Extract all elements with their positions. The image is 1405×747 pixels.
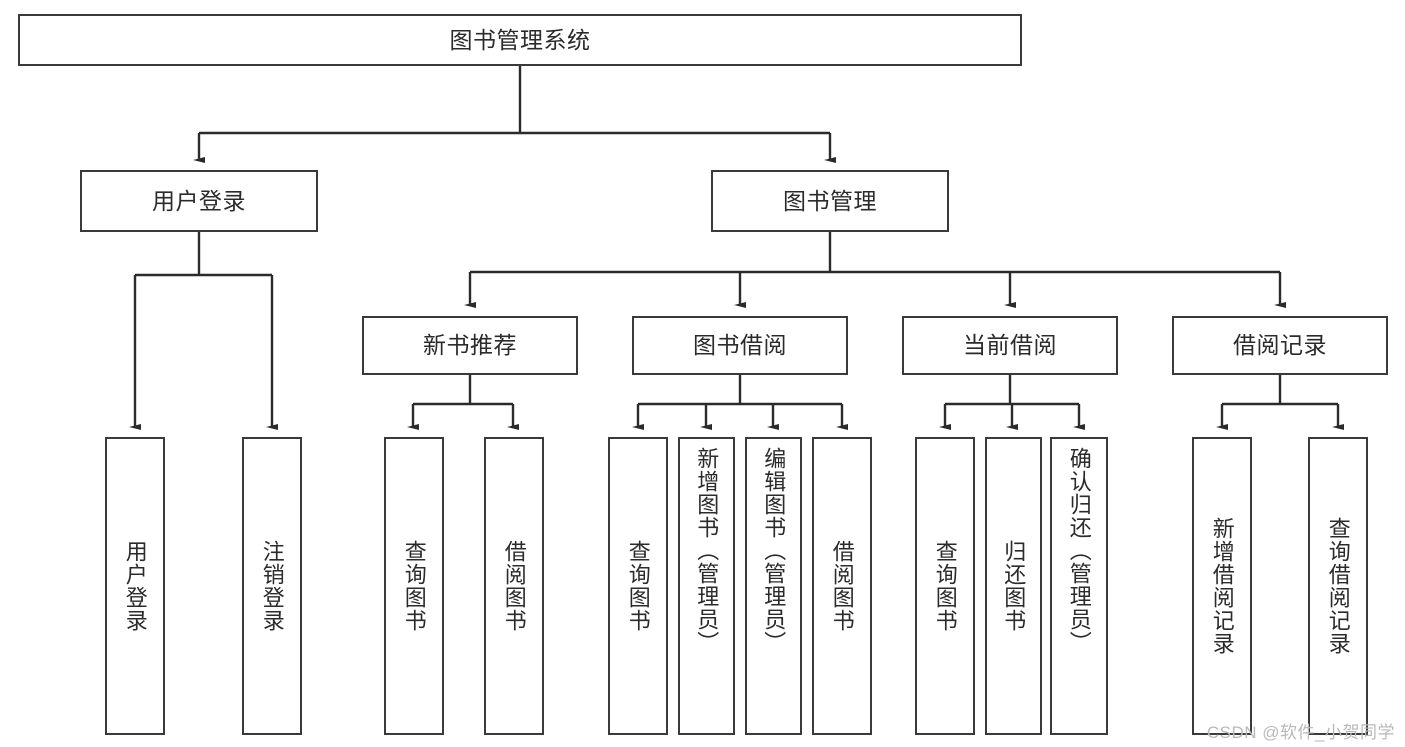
node-leaf-logout-label: 注销登录 <box>259 540 285 632</box>
node-leaf-confirm-return-label: 确认归还（管理员） <box>1066 447 1092 654</box>
node-leaf-borrow-book-1[interactable]: 借阅图书 <box>484 437 544 735</box>
node-leaf-query-book-2-label: 查询图书 <box>625 540 651 632</box>
node-leaf-query-book-3-label: 查询图书 <box>932 540 958 632</box>
node-new-book-recommend-label: 新书推荐 <box>423 332 517 359</box>
node-book-borrow-label: 图书借阅 <box>693 332 787 359</box>
node-leaf-query-book-1[interactable]: 查询图书 <box>384 437 444 735</box>
node-book-management[interactable]: 图书管理 <box>711 170 949 232</box>
node-leaf-borrow-book-1-label: 借阅图书 <box>501 540 527 632</box>
node-borrow-record[interactable]: 借阅记录 <box>1172 316 1388 375</box>
node-book-borrow[interactable]: 图书借阅 <box>632 316 848 375</box>
node-user-login-label: 用户登录 <box>152 187 246 214</box>
node-leaf-logout[interactable]: 注销登录 <box>242 437 302 735</box>
node-leaf-add-book[interactable]: 新增图书（管理员） <box>678 437 735 735</box>
node-leaf-query-record[interactable]: 查询借阅记录 <box>1308 437 1368 735</box>
node-user-login[interactable]: 用户登录 <box>80 170 318 232</box>
node-leaf-query-book-2[interactable]: 查询图书 <box>608 437 668 735</box>
node-leaf-add-record-label: 新增借阅记录 <box>1209 517 1235 655</box>
node-leaf-return-book-label: 归还图书 <box>1001 540 1027 632</box>
node-leaf-user-login[interactable]: 用户登录 <box>105 437 165 735</box>
node-root[interactable]: 图书管理系统 <box>18 14 1022 66</box>
node-book-management-label: 图书管理 <box>783 187 877 214</box>
node-current-borrow[interactable]: 当前借阅 <box>902 316 1118 375</box>
node-root-label: 图书管理系统 <box>449 26 591 53</box>
node-leaf-user-login-label: 用户登录 <box>122 540 148 632</box>
node-leaf-return-book[interactable]: 归还图书 <box>985 437 1042 735</box>
node-leaf-confirm-return[interactable]: 确认归还（管理员） <box>1050 437 1108 735</box>
node-current-borrow-label: 当前借阅 <box>963 332 1057 359</box>
node-leaf-query-book-1-label: 查询图书 <box>401 540 427 632</box>
node-leaf-query-book-3[interactable]: 查询图书 <box>915 437 975 735</box>
node-leaf-edit-book[interactable]: 编辑图书（管理员） <box>745 437 802 735</box>
node-leaf-query-record-label: 查询借阅记录 <box>1325 517 1351 655</box>
node-leaf-borrow-book-2[interactable]: 借阅图书 <box>812 437 872 735</box>
node-new-book-recommend[interactable]: 新书推荐 <box>362 316 578 375</box>
node-leaf-edit-book-label: 编辑图书（管理员） <box>761 447 787 654</box>
csdn-watermark: CSDN @软件_小贺同学 <box>1206 723 1395 742</box>
node-leaf-add-record[interactable]: 新增借阅记录 <box>1192 437 1252 735</box>
node-leaf-borrow-book-2-label: 借阅图书 <box>829 540 855 632</box>
node-borrow-record-label: 借阅记录 <box>1233 332 1327 359</box>
node-leaf-add-book-label: 新增图书（管理员） <box>694 447 720 654</box>
